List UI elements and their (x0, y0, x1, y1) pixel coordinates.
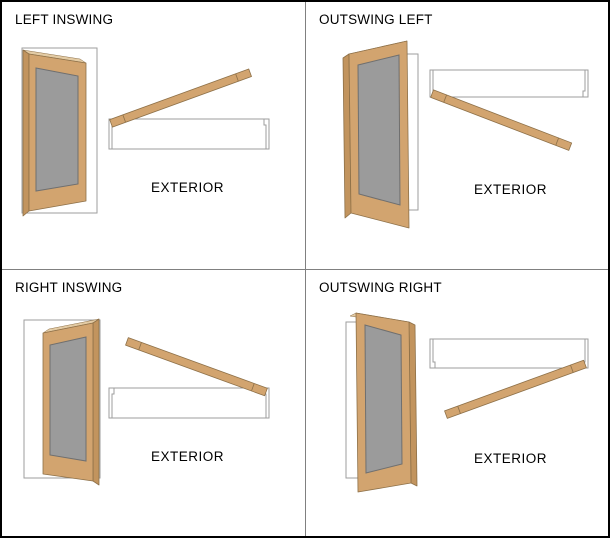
plan-frame (429, 338, 589, 369)
outswing-left-illustration (342, 40, 589, 229)
glass-panel (357, 54, 401, 206)
plan-jamb-left (429, 338, 436, 369)
glass-panel (364, 324, 403, 474)
panel-right-inswing: RIGHT INSWING EXTERIO (2, 270, 305, 536)
exterior-label: EXTERIOR (151, 180, 225, 195)
exterior-label: EXTERIOR (474, 451, 548, 466)
exterior-label: EXTERIOR (474, 182, 548, 197)
plan-door-swing (430, 89, 573, 151)
panel-left-inswing: LEFT INSWING EXTERIOR (2, 2, 305, 269)
plan-view (429, 338, 589, 419)
plan-door-swing (125, 337, 268, 397)
panel-outswing-left: OUTSWING LEFT EXTERIO (306, 2, 608, 269)
plan-door-slab (125, 337, 268, 397)
outswing-right-illustration (345, 312, 589, 493)
plan-jamb-right (582, 69, 589, 98)
glass-panel (35, 67, 79, 192)
panel-title: OUTSWING LEFT (319, 12, 433, 27)
right-inswing-illustration (23, 318, 270, 486)
door-elevation (345, 312, 418, 493)
door-hinge-edge (92, 318, 100, 486)
door-elevation (342, 40, 419, 229)
panel-title: RIGHT INSWING (15, 280, 123, 295)
plan-view (429, 69, 589, 151)
plan-door-slab (430, 89, 573, 151)
panel-outswing-right: OUTSWING RIGHT EXTERI (306, 270, 608, 536)
door-elevation (23, 318, 101, 486)
left-inswing-illustration (21, 47, 270, 217)
panel-title: LEFT INSWING (15, 12, 114, 27)
plan-frame (429, 69, 589, 98)
plan-frame (108, 387, 270, 419)
door-hinge-edge (22, 49, 30, 217)
plan-jamb-right (263, 118, 270, 150)
plan-door-swing (109, 68, 252, 128)
panel-title: OUTSWING RIGHT (319, 280, 442, 295)
door-elevation (21, 47, 98, 217)
plan-view (108, 68, 270, 150)
plan-view (108, 337, 270, 419)
plan-door-slab (109, 68, 252, 128)
exterior-label: EXTERIOR (151, 449, 225, 464)
plan-door-slab (444, 359, 587, 419)
plan-jamb-left (108, 387, 115, 419)
plan-door-swing (444, 359, 587, 419)
glass-panel (49, 336, 87, 462)
plan-frame (108, 118, 270, 150)
horizontal-divider (2, 269, 608, 270)
